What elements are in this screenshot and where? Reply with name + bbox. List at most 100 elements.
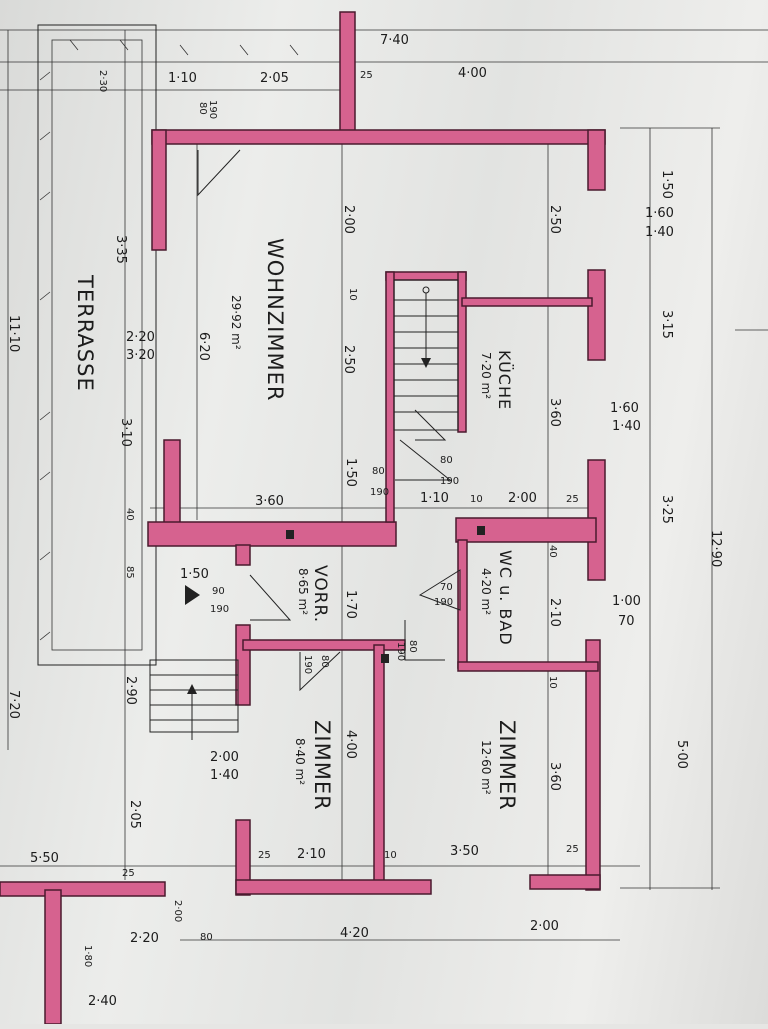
walls (0, 11, 606, 1025)
door-width: 70 (440, 582, 453, 593)
dimension-label: 3·25 (659, 495, 674, 524)
dimension-label: 3·10 (118, 418, 133, 447)
door-width: 80 (407, 640, 418, 653)
entrance-arrow-icon (185, 585, 200, 605)
dimension-lines (0, 29, 768, 941)
dimension-label: 4·00 (458, 66, 487, 81)
room-vorraum: VORR. 8·65 m² (296, 565, 330, 623)
dimension-label: 7·20 (6, 690, 21, 719)
dimension-label: 1·40 (645, 225, 674, 240)
room-kueche: KÜCHE 7·20 m² (479, 350, 514, 410)
dimension-label: 1·80 (82, 945, 93, 967)
room-name: ZIMMER (310, 720, 334, 811)
dimension-label: 1·50 (343, 458, 358, 487)
dimension-label: 10 (547, 676, 558, 689)
dimension-label: 6·20 (196, 332, 211, 361)
room-zimmer-small: ZIMMER 8·40 m² (293, 720, 334, 811)
dimension-label: 3·60 (255, 494, 284, 509)
dimension-label: 3·35 (113, 235, 128, 264)
dimension-label: 4·00 (343, 730, 358, 759)
dimension-label: 2·50 (547, 205, 562, 234)
terrace-label: TERRASSE (73, 274, 97, 392)
dimension-label: 85 (124, 566, 135, 579)
room-wohnzimmer: WOHNZIMMER 29·92 m² (229, 238, 287, 401)
dimension-label: 25 (122, 868, 135, 879)
door-width: 80 (372, 466, 385, 477)
dimension-label: 2·00 (508, 491, 537, 506)
room-area: 4·20 m² (479, 568, 493, 615)
dimension-label: 40 (547, 545, 558, 558)
room-zimmer-large: ZIMMER 12·60 m² (479, 720, 519, 811)
dimension-label: 3·50 (450, 844, 479, 859)
room-name: VORR. (310, 565, 330, 623)
dimension-label: 3·15 (659, 310, 674, 339)
dimension-label: 2·00 (530, 919, 559, 934)
door-width: 80 (319, 655, 330, 668)
door-width: 80 (440, 455, 453, 466)
room-name: WOHNZIMMER (263, 238, 287, 401)
dimension-label: 10 (384, 850, 397, 861)
dimension-label: 70 (618, 614, 635, 629)
door-height: 190 (207, 100, 218, 119)
dimension-label: 1·40 (210, 768, 239, 783)
room-name: KÜCHE (495, 350, 514, 410)
room-area: 8·65 m² (296, 568, 310, 615)
door-height: 190 (370, 487, 389, 498)
dimension-labels: 7·40 4·00 1·10 2·05 25 2·30 3·60 1·10 2·… (30, 33, 674, 1009)
dimension-label: 11·10 (6, 315, 21, 352)
terrace-label-group: TERRASSE (73, 274, 97, 392)
dimension-label: 80 (200, 932, 213, 943)
room-area: 7·20 m² (479, 352, 493, 399)
dimension-label: 2·50 (341, 345, 356, 374)
dimension-label: 2·00 (341, 205, 356, 234)
dimension-label: 2·10 (297, 847, 326, 862)
dimension-label: 2·90 (123, 676, 138, 705)
vertical-dimension-labels: 1·50 3·15 3·25 5·00 12·90 11·10 7·20 3·3… (6, 170, 723, 829)
dimension-label: 3·20 (126, 348, 155, 363)
dimension-label: 12·90 (708, 530, 723, 567)
room-bad: WC u. BAD 4·20 m² (479, 550, 515, 646)
dimension-label: 25 (566, 844, 579, 855)
dimension-label: 2·00 (210, 750, 239, 765)
dimension-label: 2·40 (88, 994, 117, 1009)
dimension-label: 25 (258, 850, 271, 861)
dimension-label: 1·40 (612, 419, 641, 434)
dimension-label: 1·60 (645, 206, 674, 221)
room-area: 8·40 m² (293, 738, 307, 785)
dimension-label: 2·20 (126, 330, 155, 345)
dimension-label: 2·05 (127, 800, 142, 829)
door-size-labels: 80 190 90 190 70 190 80 190 80 190 80 19… (82, 100, 579, 967)
door-width: 90 (212, 586, 225, 597)
dimension-label: 5·00 (674, 740, 689, 769)
dimension-label: 2·10 (547, 598, 562, 627)
dimension-label: 1·10 (168, 71, 197, 86)
door-height: 190 (434, 597, 453, 608)
room-name: WC u. BAD (496, 550, 515, 646)
door-width: 80 (197, 102, 208, 115)
dimension-label: 5·50 (30, 851, 59, 866)
dimension-label: 25 (360, 70, 373, 81)
dimension-label: 1·10 (420, 491, 449, 506)
door-height: 190 (302, 655, 313, 674)
room-area: 29·92 m² (229, 295, 243, 350)
staircase (149, 279, 459, 740)
dimension-label: 10 (470, 494, 483, 505)
dimension-label: 25 (566, 494, 579, 505)
door-height: 190 (210, 604, 229, 615)
dimension-label: 1·60 (610, 401, 639, 416)
terrace (37, 24, 299, 666)
dimension-label: 40 (124, 508, 135, 521)
door-height: 190 (440, 476, 459, 487)
dimension-label: 3·60 (547, 398, 562, 427)
dimension-label: 2·30 (97, 70, 108, 92)
door-height: 190 (395, 642, 406, 661)
dimension-label: 1·00 (612, 594, 641, 609)
door-swings (197, 149, 461, 692)
dimension-label: 2·05 (260, 71, 289, 86)
dimension-label: 1·50 (180, 567, 209, 582)
dimension-label: 1·50 (659, 170, 674, 199)
dimension-label: 2·20 (130, 931, 159, 946)
dimension-label: 7·40 (380, 33, 409, 48)
